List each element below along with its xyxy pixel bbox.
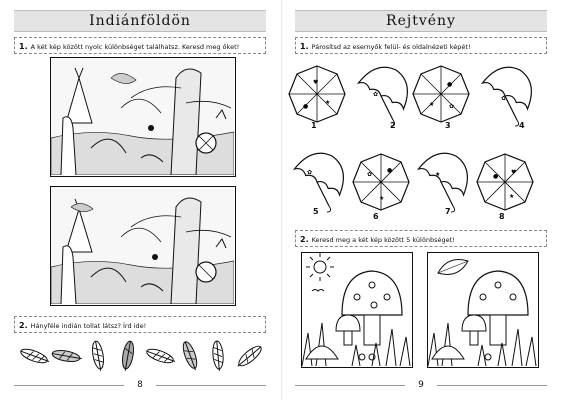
umbrella-label-8: 8 [499,212,505,221]
svg-text:♥: ♥ [313,79,318,86]
umbrella-label-6: 6 [373,212,379,221]
right-page: Rejtvény 1.Párosítsd az esernyők felül- … [281,0,562,400]
svg-text:✿: ✿ [367,171,372,178]
umbrella-side-view-icon: ✿ [292,152,344,213]
footer-rule [14,385,124,386]
umbrella-label-4: 4 [519,121,525,130]
mushroom-picture-left [301,252,413,368]
svg-text:●: ● [303,103,308,110]
umbrella-label-1: 1 [311,121,317,130]
right-task-1: 1.Párosítsd az esernyők felül- és oldaln… [295,37,547,54]
page-gutter [281,0,282,400]
right-page-title: Rejtvény [295,10,547,32]
right-page-number: 9 [418,380,424,390]
svg-text:★: ★ [325,99,330,106]
left-task-1-number: 1. [19,42,28,51]
footer-rule [295,385,405,386]
leaf-icon [437,259,469,275]
left-task-2: 2.Hányféle indián tollat látsz? Írd ide! [14,316,266,333]
feather-icon [237,345,262,367]
feather-icon [146,348,176,364]
right-task-2-text: Keresd meg a két kép között 5 különbsége… [311,236,455,244]
mushroom-illustration-right [428,259,537,367]
feather-icon [122,340,134,371]
umbrella-side-view-icon: ✿ [480,66,532,127]
umbrella-top-view-icon: ♥ ● ★ [476,153,534,211]
svg-text:✿: ✿ [373,91,378,98]
umbrella-top-view-icon: ✿ ● ★ [352,153,410,211]
indian-scene-illustration-bottom [51,187,235,305]
umbrellas-grid: ♥ ★ ● ✿ ● ★ ✿ ✿ ✿ ✿ ● ★ [288,65,534,213]
svg-text:★: ★ [379,195,384,202]
mushroom-picture-right [427,252,539,368]
left-page: Indiánföldön 1.A két kép között nyolc kü… [14,10,266,392]
svg-text:♥: ♥ [511,169,516,176]
footer-rule [156,385,266,386]
svg-text:●: ● [447,81,452,88]
right-task-2-number: 2. [300,235,309,244]
sun-icon [306,253,334,281]
mushroom-illustration-left [302,253,411,367]
svg-text:●: ● [387,167,392,174]
svg-text:✿: ✿ [449,103,454,110]
umbrella-label-5: 5 [313,207,319,216]
umbrella-top-view-icon: ● ★ ✿ [412,65,470,123]
left-page-footer: 8 [14,378,266,392]
umbrella-side-view-icon: ★ [416,152,468,213]
left-task-1-text: A két kép között nyolc különbséget talál… [30,43,240,51]
feather-icon [212,340,224,371]
svg-text:★: ★ [435,171,440,178]
left-page-number: 8 [137,380,143,390]
indian-scene-picture-bottom [50,186,236,306]
right-task-1-text: Párosítsd az esernyők felül- és oldalnéz… [311,43,471,51]
svg-text:★: ★ [509,193,514,200]
umbrella-label-3: 3 [445,121,451,130]
umbrella-top-view-icon: ♥ ★ ● [288,65,346,123]
right-task-1-number: 1. [300,42,309,51]
umbrella-side-view-icon: ✿ [356,66,408,127]
svg-text:●: ● [493,173,498,180]
indian-scene-illustration-top [51,58,235,176]
umbrella-label-7: 7 [445,207,451,216]
feather-icon [51,350,82,362]
umbrella-label-2: 2 [390,121,396,130]
svg-text:✿: ✿ [501,95,506,102]
feathers-row [20,340,262,371]
svg-text:✿: ✿ [307,169,312,176]
feather-icon [20,348,50,364]
left-task-1: 1.A két kép között nyolc különbséget tal… [14,37,266,54]
feather-icon [182,341,198,371]
left-task-2-text: Hányféle indián tollat látsz? Írd ide! [30,322,147,330]
indian-scene-picture-top [50,57,236,177]
right-page-footer: 9 [295,378,547,392]
left-page-title: Indiánföldön [14,10,266,32]
svg-text:★: ★ [429,101,434,108]
right-task-2: 2.Keresd meg a két kép között 5 különbsé… [295,230,547,247]
footer-rule [437,385,547,386]
left-task-2-number: 2. [19,321,28,330]
feather-icon [92,340,104,371]
